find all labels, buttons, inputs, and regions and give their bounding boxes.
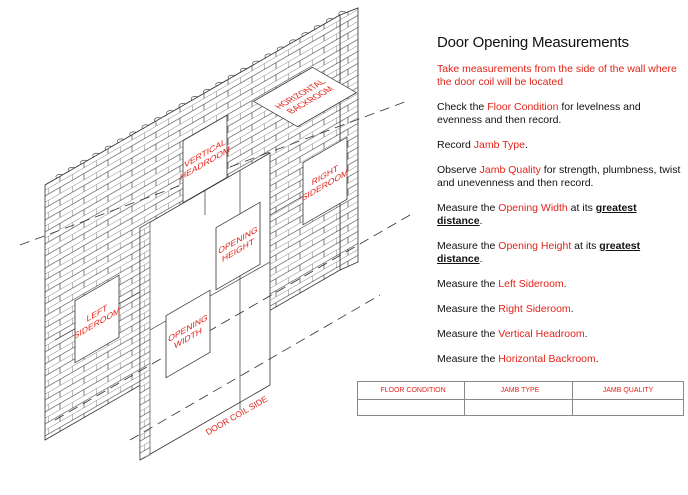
step-bold: greatest distance <box>437 240 641 265</box>
record-label: JAMB TYPE <box>465 382 575 400</box>
step-pre: Check the <box>437 101 488 113</box>
step-hl: Vertical Headroom <box>498 328 585 340</box>
step-hl: Horizontal Backroom <box>498 353 596 365</box>
step-pre: Measure the <box>437 328 499 340</box>
step-post: . <box>563 278 567 290</box>
opening-jamb-left <box>139 221 151 461</box>
step-pre: Measure the <box>437 202 499 214</box>
floor-condition-record[interactable]: FLOOR CONDITION <box>357 381 469 416</box>
step-hl: Opening Width <box>498 202 568 214</box>
instruction-step: Measure the Horizontal Backroom. <box>437 353 682 366</box>
step-hl: Right Sideroom <box>498 303 571 315</box>
record-label: JAMB QUALITY <box>573 382 683 400</box>
instruction-step: Observe Jamb Quality for strength, plumb… <box>437 164 682 190</box>
instruction-step: Measure the Left Sideroom. <box>437 278 682 291</box>
wall-side <box>339 7 359 271</box>
step-hl: Jamb Type <box>473 139 525 151</box>
step-post: . <box>595 353 599 365</box>
step-post: for levelness and evenness and then reco… <box>437 101 641 126</box>
instruction-step: Check the Floor Condition for levelness … <box>437 101 682 127</box>
step-hl: Floor Condition <box>487 101 559 113</box>
step-hl: Jamb Quality <box>479 164 541 176</box>
intro-text: Take measurements from the side of the w… <box>437 63 677 88</box>
instruction-step: Measure the Right Sideroom. <box>437 303 682 316</box>
step-pre: Measure the <box>437 353 499 365</box>
step-pre: Observe <box>437 164 480 176</box>
record-label: FLOOR CONDITION <box>358 382 468 400</box>
step-pre: Record <box>437 139 474 151</box>
step-post: . <box>584 328 588 340</box>
step-post: at its <box>571 240 600 252</box>
jamb-type-record[interactable]: JAMB TYPE <box>464 381 576 416</box>
instruction-step: Measure the Opening Width at its greates… <box>437 202 682 228</box>
step-pre: Measure the <box>437 240 499 252</box>
step-pre: Measure the <box>437 278 499 290</box>
step-post: . <box>524 139 528 151</box>
instructions-panel: Door Opening Measurements Take measureme… <box>437 34 682 378</box>
step-hl: Opening Height <box>498 240 572 252</box>
step-bold: greatest distance <box>437 202 637 227</box>
step-pre: Measure the <box>437 303 499 315</box>
step-post: for strength, plumbness, twist and uneve… <box>437 164 681 189</box>
step-hl: Left Sideroom <box>498 278 564 290</box>
instruction-step: Measure the Vertical Headroom. <box>437 328 682 341</box>
jamb-quality-record[interactable]: JAMB QUALITY <box>572 381 684 416</box>
instruction-step: Record Jamb Type. <box>437 139 682 152</box>
page-title: Door Opening Measurements <box>437 34 629 51</box>
step-post: at its <box>567 202 596 214</box>
step-end: . <box>479 253 483 265</box>
step-post: . <box>570 303 574 315</box>
step-end: . <box>479 215 483 227</box>
instruction-step: Measure the Opening Height at its greate… <box>437 240 682 266</box>
